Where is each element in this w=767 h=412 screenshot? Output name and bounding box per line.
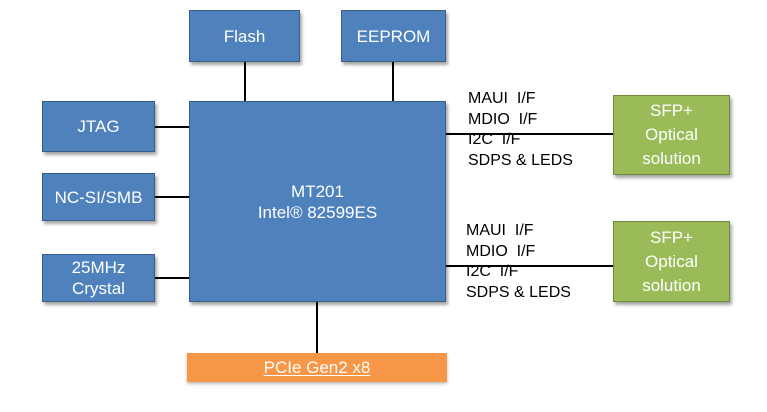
- pcie-bar: PCIe Gen2 x8: [187, 353, 447, 382]
- signal-sdps-leds: SDPS & LEDS: [468, 151, 573, 169]
- eeprom-label: EEPROM: [356, 26, 431, 46]
- sfp-top-line1: SFP+: [650, 101, 693, 120]
- signal-maui: MAUI I/F: [468, 90, 536, 107]
- sfp-bottom-line1: SFP+: [650, 227, 693, 247]
- jtag-label: JTAG: [77, 117, 120, 136]
- controller-chip: Intel® 82599ES: [257, 202, 378, 222]
- sfp-top-line2: Optical: [645, 125, 698, 144]
- crystal-label-line1: 25MHz: [71, 258, 126, 277]
- jtag-box: JTAG: [42, 101, 155, 152]
- signals-bottom: MAUI I/F MDIO I/F I2C I/F SDPS & LEDS: [466, 221, 571, 303]
- flash-box: Flash: [189, 10, 300, 62]
- eeprom-box: EEPROM: [341, 10, 446, 62]
- ncsi-label: NC-SI/SMB: [54, 187, 143, 207]
- crystal-box: 25MHz Crystal: [42, 254, 155, 302]
- flash-label: Flash: [223, 26, 266, 46]
- sfp-bottom-box: SFP+ Optical solution: [613, 221, 730, 302]
- sfp-bottom-line2: Optical: [645, 251, 698, 271]
- sfp-top-line3: solution: [642, 149, 701, 168]
- signal-mdio: MDIO I/F: [468, 110, 538, 128]
- pcie-label: PCIe Gen2 x8: [263, 357, 371, 377]
- signal-i2c: I2C I/F: [466, 263, 519, 280]
- controller-box: MT201 Intel® 82599ES: [189, 101, 446, 302]
- sfp-top-box: SFP+ Optical solution: [613, 95, 730, 175]
- sfp-bottom-line3: solution: [642, 275, 701, 295]
- signals-top: MAUI I/F MDIO I/F I2C I/F SDPS & LEDS: [468, 89, 573, 171]
- controller-model: MT201: [291, 181, 344, 201]
- signal-i2c: I2C I/F: [468, 131, 521, 148]
- crystal-label-line2: Crystal: [72, 279, 125, 298]
- ncsi-box: NC-SI/SMB: [42, 173, 155, 221]
- signal-mdio: MDIO I/F: [466, 242, 536, 260]
- signal-maui: MAUI I/F: [466, 222, 534, 239]
- signal-sdps-leds: SDPS & LEDS: [466, 283, 571, 301]
